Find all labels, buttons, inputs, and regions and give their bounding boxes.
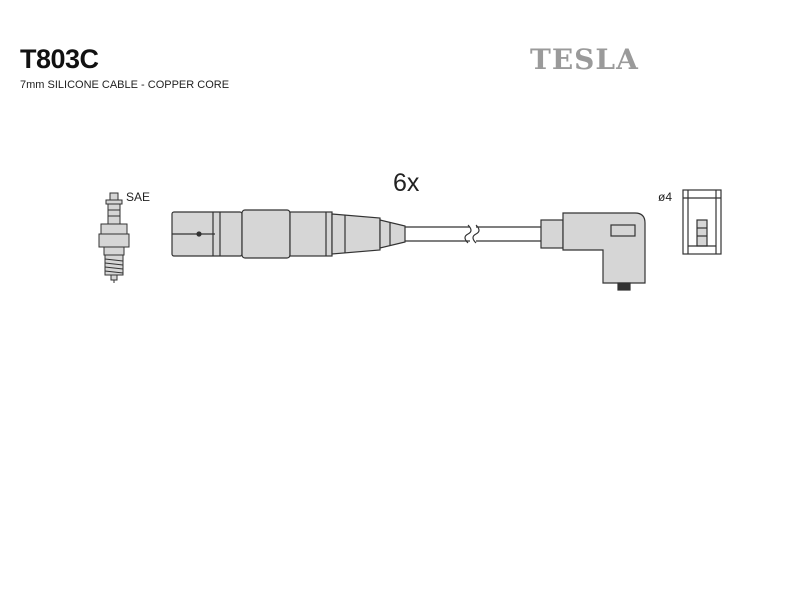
cable	[405, 224, 541, 244]
brand-logo: TESLA	[530, 43, 639, 76]
distributor-boot	[540, 212, 646, 291]
spark-plug-boot	[171, 209, 406, 259]
part-number: T803C	[20, 44, 99, 74]
distributor-terminal-label: ø4	[658, 190, 673, 204]
spark-plug-terminal-label: SAE	[126, 190, 151, 204]
product-description: 7mm SILICONE CABLE - COPPER CORE	[20, 79, 230, 91]
quantity-label: 6x	[393, 169, 420, 197]
distributor-terminal-icon	[682, 189, 722, 255]
spark-plug-icon	[98, 192, 130, 283]
